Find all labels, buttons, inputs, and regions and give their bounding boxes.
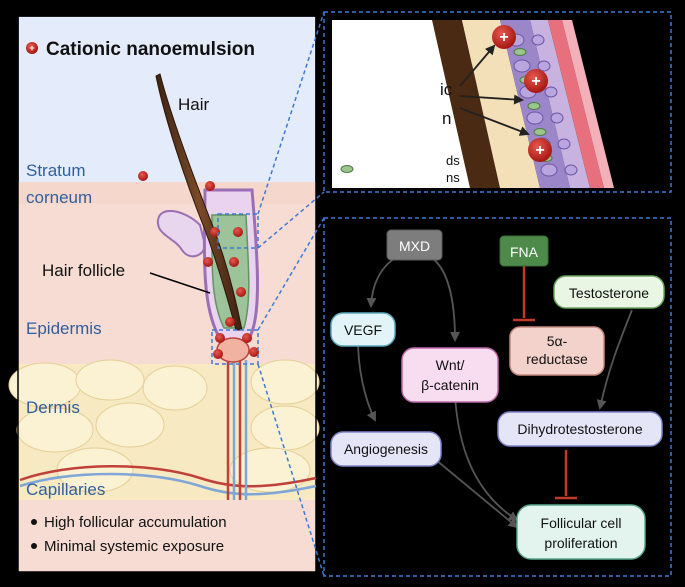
inner-root-sheath bbox=[211, 214, 250, 329]
inset-partial-text-4: ns bbox=[446, 170, 460, 185]
inset-layer-pink bbox=[548, 20, 604, 188]
legend-label: Cationic nanoemulsion bbox=[46, 39, 255, 60]
bullet-area bbox=[18, 500, 316, 572]
node-reductase-label-1: 5α- bbox=[547, 333, 568, 349]
node-testosterone: Testosterone bbox=[553, 275, 665, 309]
zoom-connectors bbox=[257, 11, 325, 577]
node-dht-label: Dihydrotestosterone bbox=[517, 421, 643, 437]
node-proliferation-label-1: Follicular cell bbox=[541, 515, 622, 531]
pathway-arrows bbox=[357, 257, 633, 529]
hair-label: Hair bbox=[178, 95, 210, 114]
node-vegf-label: VEGF bbox=[344, 322, 382, 338]
hair-follicle-pointer bbox=[149, 272, 211, 294]
inset-partial-text-3: ds bbox=[446, 153, 460, 168]
pathway-inhibitions bbox=[513, 266, 577, 500]
node-dht: Dihydrotestosterone bbox=[497, 411, 663, 447]
node-reductase-label-2: reductase bbox=[526, 351, 588, 367]
node-mxd-label: MXD bbox=[399, 238, 430, 254]
inset-partial-text-1: ic bbox=[440, 80, 453, 99]
legend-particle-symbol: + bbox=[29, 43, 34, 53]
dermis-label: Dermis bbox=[26, 398, 80, 417]
node-mxd: MXD bbox=[386, 229, 443, 261]
node-fna: FNA bbox=[499, 235, 549, 267]
inset-charge-3: + bbox=[535, 142, 544, 159]
node-vegf: VEGF bbox=[330, 312, 396, 347]
inset-legend-negative bbox=[340, 165, 354, 173]
zoom-region-bottom bbox=[211, 329, 259, 365]
node-proliferation-label-2: proliferation bbox=[544, 535, 617, 551]
bullet-dot bbox=[31, 519, 37, 525]
legend-particle-icon bbox=[26, 42, 38, 54]
pathway-panel: MXD FNA Testosterone VEGF Wnt/ β-catenin… bbox=[323, 217, 672, 577]
node-wnt: Wnt/ β-catenin bbox=[401, 347, 499, 403]
node-angiogenesis: Angiogenesis bbox=[330, 431, 442, 467]
inset-partial-text-2: n bbox=[442, 109, 451, 128]
node-testosterone-label: Testosterone bbox=[569, 285, 649, 301]
bullet-minimal-exposure: Minimal systemic exposure bbox=[44, 538, 224, 555]
node-fna-label: FNA bbox=[510, 244, 539, 260]
capillaries-vessels bbox=[19, 360, 317, 500]
inset-charge-1: + bbox=[499, 29, 508, 46]
left-panel: + Cationic nanoemulsion Hair Hair follic… bbox=[8, 15, 320, 573]
zoom-region-top bbox=[217, 213, 259, 249]
inset-arrows bbox=[459, 44, 530, 136]
stratum-label-line2: corneum bbox=[26, 188, 92, 207]
capillaries-label: Capillaries bbox=[26, 480, 105, 499]
node-wnt-label-1: Wnt/ bbox=[436, 357, 465, 373]
bullet-dot bbox=[31, 543, 37, 549]
node-wnt-label-2: β-catenin bbox=[421, 377, 479, 393]
inset-charge-2: + bbox=[531, 73, 540, 90]
bullet-high-accumulation: High follicular accumulation bbox=[44, 514, 227, 531]
inset-particles bbox=[492, 25, 552, 162]
stratum-label-line1: Stratum bbox=[26, 161, 86, 180]
node-proliferation: Follicular cell proliferation bbox=[516, 504, 646, 560]
node-reductase: 5α- reductase bbox=[509, 326, 605, 376]
hair-follicle-label: Hair follicle bbox=[42, 261, 125, 280]
inset-hair bbox=[432, 20, 500, 188]
sebaceous-gland bbox=[156, 210, 207, 258]
inset-panel: + + + ic n ds ns bbox=[323, 11, 672, 193]
epidermis-label: Epidermis bbox=[26, 319, 102, 338]
node-angiogenesis-label: Angiogenesis bbox=[344, 441, 428, 457]
inset-layer-lightpink bbox=[562, 20, 614, 188]
